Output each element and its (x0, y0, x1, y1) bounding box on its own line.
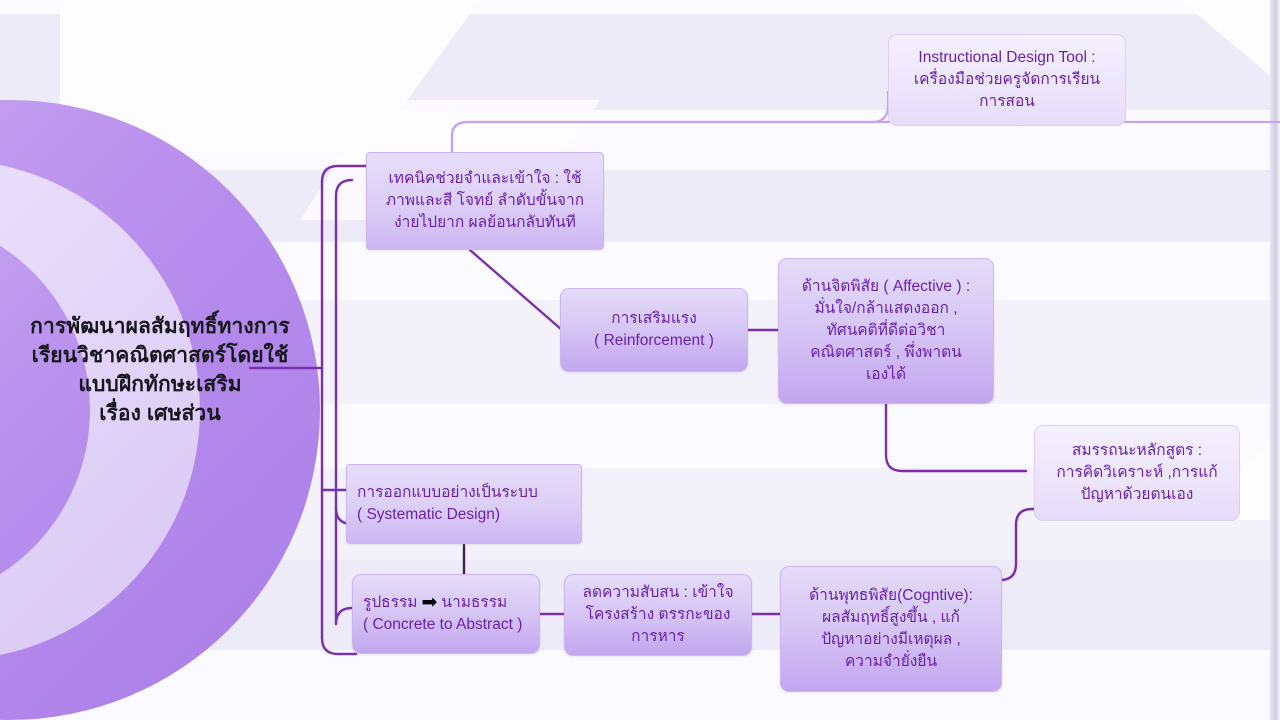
node-reinforcement[interactable]: การเสริมแรง ( Reinforcement ) (560, 288, 748, 372)
wire-affective-competency (884, 400, 1028, 473)
node-technique-line-1: เทคนิคช่วยจำและเข้าใจ : ใช้ (388, 170, 582, 187)
node-affective[interactable]: ด้านจิตพิสัย ( Affective ) : มั่นใจ/กล้า… (778, 258, 994, 404)
node-reduce-line-1: ลดความสับสน : เข้าใจ (582, 584, 734, 601)
node-cognitive-line-1: ด้านพุทธพิสัย(Cogntive): (809, 587, 973, 604)
node-reinforcement-line-1: การเสริมแรง (611, 310, 697, 327)
node-affective-line-2: มั่นใจ/กล้าแสดงออก , (814, 300, 958, 317)
node-affective-line-5: เองได้ (865, 366, 907, 383)
node-competency-line-3: ปัญหาด้วยตนเอง (1080, 486, 1194, 503)
wire-spine-concrete (320, 636, 358, 656)
page-title: การพัฒนาผลสัมฤทธิ์ทางการ เรียนวิชาคณิตศา… (0, 312, 320, 428)
node-affective-line-3: ทัศนคติที่ดีต่อวิชา (826, 322, 946, 339)
wire-inner-concrete (334, 606, 354, 626)
node-concrete-before: รูปธรรม (363, 594, 418, 611)
center-title-line-1: การพัฒนาผลสัมฤทธิ์ทางการ (30, 315, 290, 338)
node-instructional-line-1: Instructional Design Tool : (918, 49, 1096, 66)
node-reduce-line-2: โครงสร้าง ตรรกะของ (585, 606, 731, 623)
node-systematic-line-2: ( Systematic Design) (357, 506, 500, 523)
node-concrete-after: นามธรรม (441, 594, 508, 611)
node-affective-line-4: คณิตศาสตร์ , พึ่งพาตน (810, 344, 962, 361)
node-technique-line-2: ภาพและสี โจทย์ ลำดับขั้นจาก (385, 192, 585, 209)
node-competency-line-1: สมรรถนะหลักสูตร : (1071, 442, 1203, 459)
node-cognitive-line-3: ปัญหาอย่างมีเหตุผล , (821, 631, 961, 648)
wire-spine-technique (320, 164, 370, 184)
node-concrete-line-1: รูปธรรม➡นามธรรม (363, 592, 508, 613)
center-title-line-4: เรื่อง เศษส่วน (99, 402, 221, 425)
node-reduce-line-3: การหาร (631, 628, 685, 645)
node-concrete-to-abstract[interactable]: รูปธรรม➡นามธรรม ( Concrete to Abstract ) (352, 574, 540, 654)
node-instructional-design-tool[interactable]: Instructional Design Tool : เครื่องมือช่… (888, 34, 1126, 126)
node-cognitive-line-4: ความจำยั่งยืน (844, 653, 938, 670)
node-competency-line-2: การคิดวิเคราะห์ ,การแก้ (1056, 464, 1218, 481)
node-technique[interactable]: เทคนิคช่วยจำและเข้าใจ : ใช้ ภาพและสี โจท… (366, 152, 604, 250)
node-affective-line-1: ด้านจิตพิสัย ( Affective ) : (801, 278, 971, 295)
node-competency[interactable]: สมรรถนะหลักสูตร : การคิดวิเคราะห์ ,การแก… (1034, 425, 1240, 521)
wire-technique-instructional (450, 120, 1280, 154)
center-title-line-3: แบบฝึกทักษะเสริม (78, 373, 242, 396)
node-cognitive-line-2: ผลสัมฤทธิ์สูงขึ้น , แก้ (822, 609, 960, 626)
node-instructional-line-3: การสอน (979, 93, 1035, 110)
node-instructional-line-2: เครื่องมือช่วยครูจัดการเรียน (913, 71, 1101, 88)
center-title-line-2: เรียนวิชาคณิตศาสตร์โดยใช้ (31, 344, 289, 367)
wire-technique-reinforcement (468, 248, 564, 332)
node-concrete-line-2: ( Concrete to Abstract ) (363, 616, 523, 633)
wire-inner-top (334, 178, 354, 198)
node-systematic-line-1: การออกแบบอย่างเป็นระบบ (357, 484, 538, 501)
node-reduce-confusion[interactable]: ลดความสับสน : เข้าใจ โครงสร้าง ตรรกะของ … (564, 574, 752, 656)
wire-technique-instructional-2 (450, 90, 890, 154)
node-technique-line-3: ง่ายไปยาก ผลย้อนกลับทันที (394, 214, 576, 231)
node-reinforcement-line-2: ( Reinforcement ) (594, 332, 714, 349)
node-cognitive[interactable]: ด้านพุทธพิสัย(Cogntive): ผลสัมฤทธิ์สูงขึ… (780, 566, 1002, 692)
node-systematic-design[interactable]: การออกแบบอย่างเป็นระบบ ( Systematic Desi… (346, 464, 582, 544)
